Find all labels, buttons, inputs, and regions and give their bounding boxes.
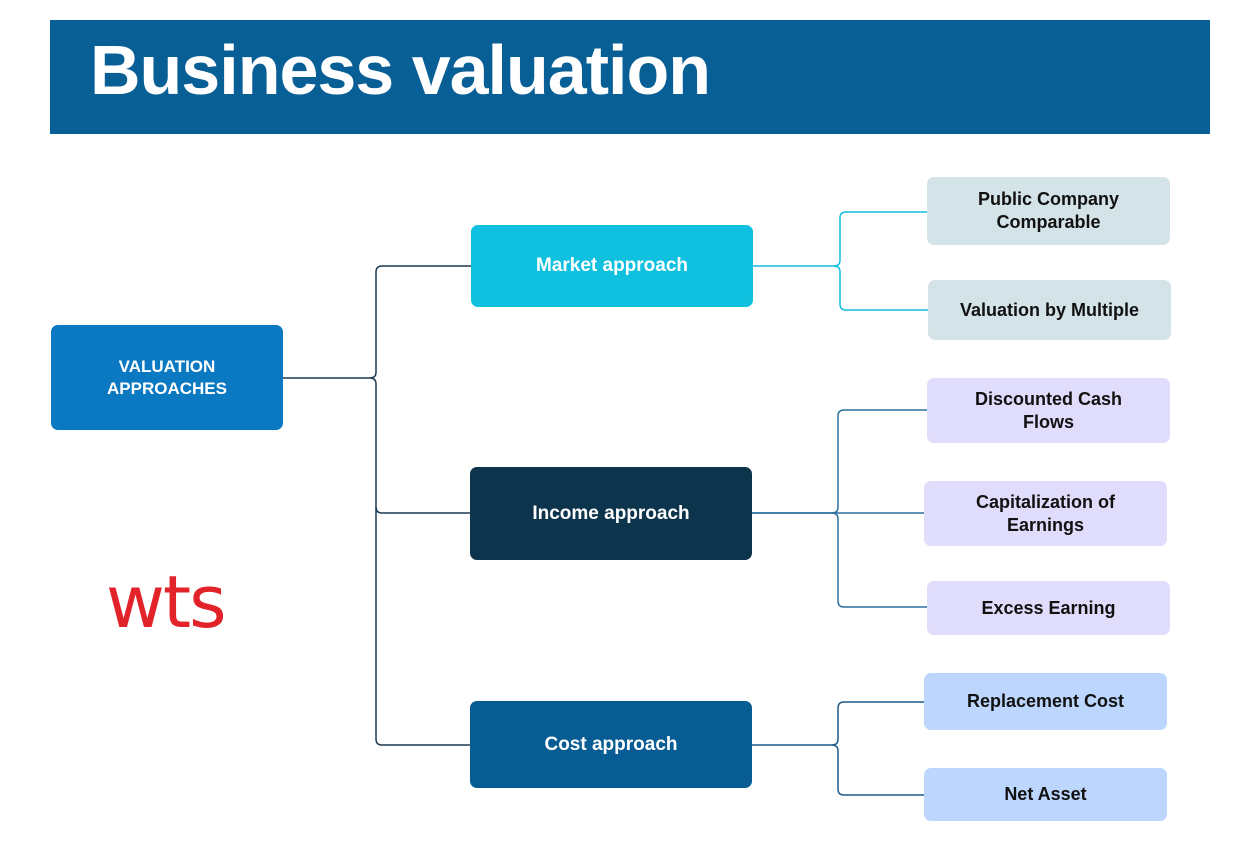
method-label: Capitalization of Earnings [976, 491, 1115, 535]
method-label: Discounted Cash Flows [974, 388, 1123, 432]
method-label: Public Company Comparable [977, 189, 1120, 232]
cost-approach-label: Cost approach [544, 733, 678, 755]
method-capitalization-of-earnings: Capitalization of Earnings [924, 481, 1167, 546]
page-title: Business valuation [90, 31, 711, 109]
root-label: VALUATION APPROACHES [107, 356, 227, 398]
method-replacement-cost: Replacement Cost [924, 673, 1167, 730]
income-approach-node: Income approach [470, 467, 752, 560]
method-excess-earning: Excess Earning [927, 581, 1170, 635]
method-label: Valuation by Multiple [959, 299, 1139, 320]
method-label: Excess Earning [981, 597, 1116, 618]
root-node: VALUATION APPROACHES [51, 325, 283, 430]
cost-connectors [752, 701, 924, 796]
root-connectors [283, 265, 471, 746]
method-discounted-cash-flows: Discounted Cash Flows [927, 378, 1170, 443]
market-approach-node: Market approach [471, 225, 753, 307]
income-approach-label: Income approach [532, 502, 690, 524]
wts-logo: wts [106, 560, 227, 644]
market-approach-label: Market approach [535, 255, 689, 276]
market-connectors [753, 211, 928, 311]
method-public-company-comparable: Public Company Comparable [927, 177, 1170, 245]
title-banner: Business valuation [50, 20, 1210, 134]
income-connectors [752, 409, 927, 608]
method-valuation-by-multiple: Valuation by Multiple [928, 280, 1171, 340]
method-label: Replacement Cost [966, 691, 1125, 711]
method-label: Net Asset [1004, 784, 1087, 804]
cost-approach-node: Cost approach [470, 701, 752, 788]
method-net-asset: Net Asset [924, 768, 1167, 821]
